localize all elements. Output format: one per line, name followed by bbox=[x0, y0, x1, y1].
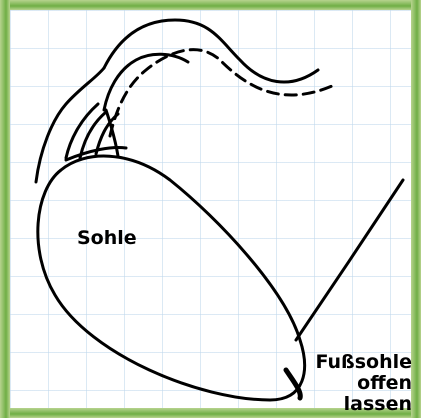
strap-upper-line bbox=[104, 20, 318, 82]
foot-sole-note-line-1: Fußsohle bbox=[302, 352, 412, 373]
foot-sole-note: Fußsohle offen lassen bbox=[302, 352, 412, 415]
sole-label: Sohle bbox=[77, 228, 137, 249]
sole-outline bbox=[38, 156, 305, 400]
dashed-seam bbox=[110, 50, 332, 136]
foot-opening-edge bbox=[296, 180, 403, 340]
strap-lower-line bbox=[104, 54, 188, 110]
foot-sole-note-line-2: offen lassen bbox=[302, 373, 412, 415]
